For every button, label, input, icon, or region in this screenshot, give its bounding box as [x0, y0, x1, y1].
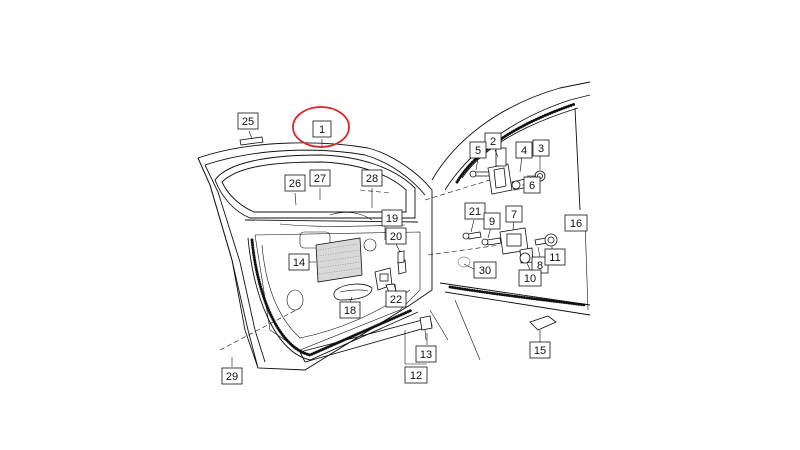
svg-text:3: 3 [538, 143, 544, 155]
callout-14: 14 [288, 253, 310, 271]
callout-25: 25 [237, 112, 259, 130]
door-handle [333, 283, 373, 301]
front-door [197, 142, 433, 371]
callout-18: 18 [339, 301, 361, 319]
svg-text:18: 18 [344, 305, 356, 317]
svg-text:13: 13 [420, 349, 432, 361]
svg-text:12: 12 [410, 370, 422, 382]
svg-text:26: 26 [289, 178, 301, 190]
callout-21: 21 [464, 202, 486, 220]
svg-text:29: 29 [226, 371, 238, 383]
svg-text:22: 22 [390, 294, 402, 306]
callout-10: 10 [518, 269, 542, 287]
svg-text:28: 28 [366, 173, 378, 185]
callout-5: 5 [469, 141, 487, 159]
callout-30: 30 [473, 261, 497, 279]
callout-26: 26 [284, 174, 306, 192]
svg-text:16: 16 [570, 218, 582, 230]
svg-text:27: 27 [314, 173, 326, 185]
callout-7: 7 [505, 205, 523, 223]
svg-text:19: 19 [386, 213, 398, 225]
callout-6: 6 [523, 176, 541, 194]
callout-19: 19 [381, 209, 403, 227]
body-frame [429, 81, 591, 361]
svg-text:20: 20 [390, 231, 402, 243]
callout-1: 1 [312, 120, 332, 138]
bolt-20-shape [397, 250, 405, 264]
callout-12: 12 [404, 366, 428, 384]
callout-13: 13 [415, 345, 437, 363]
damping-pad [315, 237, 363, 283]
callout-9: 9 [483, 212, 501, 230]
svg-text:15: 15 [534, 345, 546, 357]
plug-15-shape [529, 315, 557, 331]
svg-text:6: 6 [529, 180, 535, 192]
svg-text:30: 30 [479, 265, 491, 277]
highlight-circle [292, 106, 350, 148]
callout-3: 3 [532, 139, 550, 157]
svg-text:10: 10 [524, 273, 536, 285]
callout-29: 29 [221, 367, 243, 385]
callout-4: 4 [515, 141, 533, 159]
callout-20: 20 [385, 227, 407, 245]
svg-text:8: 8 [537, 260, 543, 272]
svg-text:9: 9 [489, 216, 495, 228]
callout-15: 15 [529, 341, 551, 359]
callout-22: 22 [385, 290, 407, 308]
clip-13 [419, 315, 433, 341]
svg-text:2: 2 [490, 136, 496, 148]
svg-text:14: 14 [293, 257, 305, 269]
svg-text:21: 21 [469, 206, 481, 218]
svg-text:1: 1 [319, 124, 325, 136]
callout-27: 27 [309, 169, 331, 187]
part-25-shape [239, 136, 264, 146]
callout-11: 11 [544, 248, 566, 266]
svg-text:5: 5 [475, 145, 481, 157]
svg-text:25: 25 [242, 116, 254, 128]
lower-hinge [457, 227, 558, 268]
svg-text:7: 7 [511, 209, 517, 221]
svg-text:4: 4 [521, 145, 527, 157]
callout-2: 2 [484, 132, 502, 150]
svg-text:11: 11 [549, 252, 560, 264]
callout-28: 28 [361, 169, 383, 187]
callout-16: 16 [564, 214, 588, 232]
